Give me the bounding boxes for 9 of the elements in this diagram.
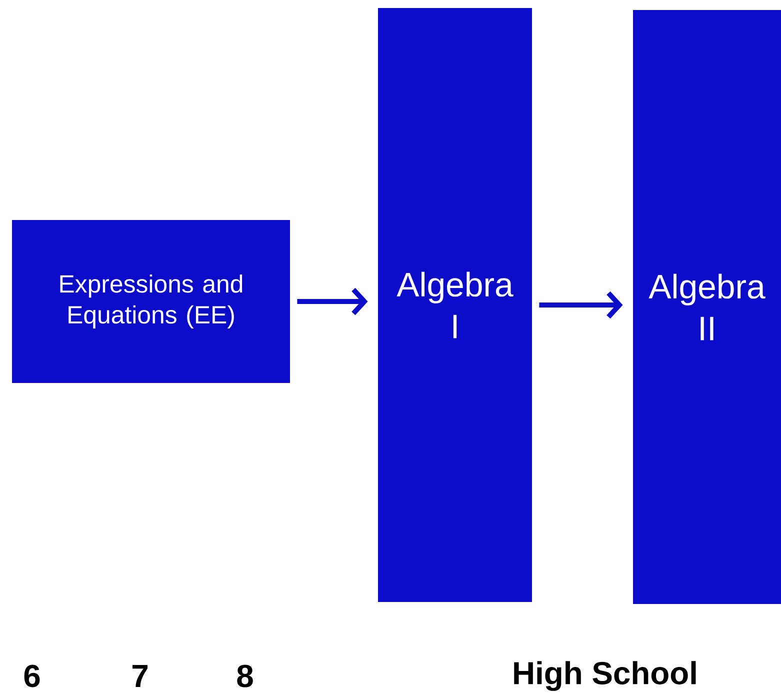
process-box: Expressions and Equations (EE) bbox=[12, 220, 290, 383]
grade-label: 8 bbox=[237, 664, 253, 688]
process-box: Algebra II bbox=[633, 10, 781, 604]
process-box: Algebra I bbox=[378, 8, 532, 602]
arrow bbox=[297, 288, 368, 316]
grade-label: High School bbox=[514, 661, 696, 691]
grade-label: 7 bbox=[132, 665, 148, 687]
arrow bbox=[539, 291, 623, 319]
grade-label: 6 bbox=[24, 664, 40, 688]
